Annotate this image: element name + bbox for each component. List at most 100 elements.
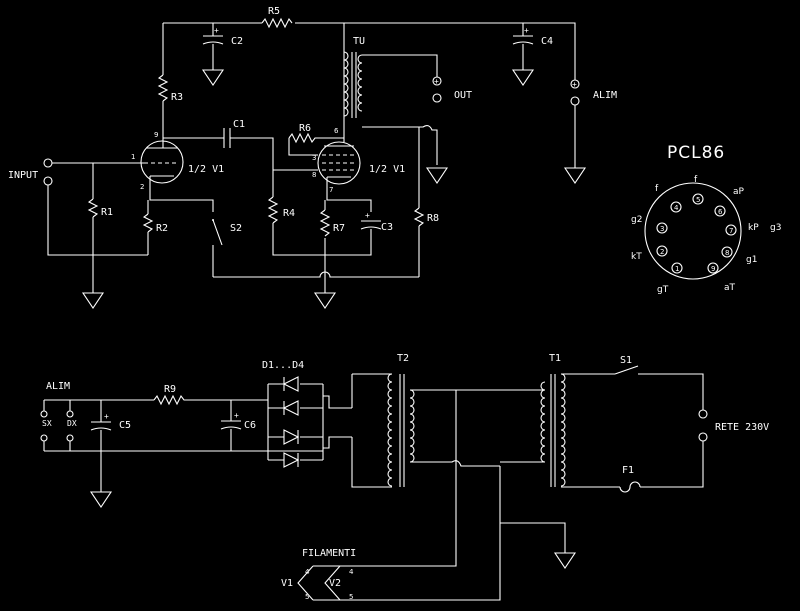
out-terminal-minus <box>432 93 442 103</box>
pin-8-label: 8 <box>312 171 316 179</box>
fil-pin-4a: 4 <box>305 568 310 576</box>
diode-d2 <box>282 400 299 416</box>
filament-v2 <box>324 565 341 601</box>
switch-s1[interactable] <box>614 365 704 410</box>
pin-6-label: 6 <box>334 127 339 135</box>
pcl86-pin-7 <box>725 224 737 236</box>
pin-2-label: 2 <box>140 183 144 191</box>
d1-d4-label: D1...D4 <box>262 360 304 371</box>
pcl86-label-kt: kT <box>631 252 642 262</box>
fil-pin-4b: 4 <box>349 568 354 576</box>
alim-terminal-minus <box>570 96 580 106</box>
resistor-r8 <box>413 207 425 227</box>
pcl86-pin-3-number: 3 <box>660 225 664 233</box>
pcl86-pin-1-number: 1 <box>675 265 679 273</box>
pcl86-pin-6 <box>714 205 726 217</box>
pcl86-label-g1: g1 <box>746 255 757 265</box>
pcl86-pin-4 <box>670 201 682 213</box>
pcl86-pin-9 <box>707 262 719 274</box>
ground-symbol <box>425 167 449 184</box>
dx-terminal-plus <box>66 410 74 418</box>
input-terminal[interactable] <box>43 158 53 168</box>
pcl86-pinout: PCL86 1 2 3 4 5 6 7 8 9 f f aP g2 kP g3 … <box>631 143 781 295</box>
svg-text:+: + <box>524 26 529 35</box>
ground-symbol <box>553 552 577 569</box>
diode-d4 <box>283 452 300 468</box>
resistor-r9 <box>153 394 268 406</box>
input-label: INPUT <box>8 170 38 181</box>
sx-label: SX <box>42 419 52 428</box>
fil-pin-5b: 5 <box>349 593 353 601</box>
c1-label: C1 <box>233 119 245 130</box>
tu-label: TU <box>353 36 365 47</box>
f1-label: F1 <box>622 465 634 476</box>
pcl86-pin-4-number: 4 <box>674 204 679 212</box>
resistor-r5 <box>261 17 293 29</box>
s1-label: S1 <box>620 355 632 366</box>
t2-label: T2 <box>397 353 409 364</box>
transformer-tu-primary <box>343 51 349 117</box>
rete-label: RETE 230V <box>715 422 769 433</box>
resistor-r6 <box>288 132 344 144</box>
amplifier-section: R5 + C2 + C4 + ALIM R3 9 1 2 <box>8 6 617 309</box>
half-v1-label-b: 1/2 V1 <box>369 164 405 175</box>
svg-text:+: + <box>365 211 370 220</box>
diode-d1 <box>282 376 299 392</box>
pcl86-label-f-top: f <box>694 175 698 185</box>
input-ground-terminal[interactable] <box>43 176 53 186</box>
pcl86-pin-7-number: 7 <box>729 227 733 235</box>
r9-label: R9 <box>164 384 176 395</box>
pcl86-title: PCL86 <box>667 143 725 163</box>
dx-label: DX <box>67 419 77 428</box>
svg-text:+: + <box>572 80 577 89</box>
pcl86-pin-5-number: 5 <box>696 196 700 204</box>
c4-label: C4 <box>541 36 553 47</box>
pcl86-pin-1 <box>671 262 683 274</box>
alim-bottom-label: ALIM <box>46 381 70 392</box>
sx-terminal-minus <box>40 434 48 442</box>
pcl86-label-ap: aP <box>733 187 745 197</box>
r3-label: R3 <box>171 92 183 103</box>
svg-text:+: + <box>104 412 109 421</box>
pcl86-pin-8-number: 8 <box>725 249 729 257</box>
r8-label: R8 <box>427 213 439 224</box>
v1-filament-label: V1 <box>281 578 293 589</box>
resistor-r1 <box>87 198 99 218</box>
pin-3-label: 3 <box>312 154 316 162</box>
transformer-t2-secondary <box>387 373 393 487</box>
transformer-t2-primary <box>409 389 415 463</box>
fil-pin-5a: 5 <box>305 593 309 601</box>
sx-terminal-plus <box>40 410 48 418</box>
transformer-tu-secondary <box>357 54 363 112</box>
resistor-r4 <box>267 196 279 224</box>
resistor-r2 <box>142 213 154 233</box>
filamenti-label: FILAMENTI <box>302 548 356 559</box>
ground-symbol <box>511 69 535 86</box>
power-supply-section: ALIM SX DX + C5 R9 + C6 D1...D4 <box>40 353 769 601</box>
filament-v1 <box>297 565 314 601</box>
mains-terminal-2 <box>698 432 708 442</box>
svg-text:+: + <box>434 77 439 86</box>
pin-1-label: 1 <box>131 153 135 161</box>
resistor-r3 <box>157 74 169 102</box>
switch-s2[interactable] <box>212 219 223 277</box>
c5-label: C5 <box>119 420 131 431</box>
dx-terminal-minus <box>66 434 74 442</box>
ground-symbol <box>89 491 113 508</box>
mains-terminal-1 <box>698 409 708 419</box>
resistor-r7 <box>319 209 331 237</box>
pcl86-label-kp: kP <box>748 223 759 233</box>
ground-symbol <box>313 292 337 309</box>
pin-7-label: 7 <box>329 186 333 194</box>
tube-v1-triode <box>140 140 184 184</box>
transformer-t1-secondary <box>540 381 546 463</box>
tube-v1-pentode <box>317 141 361 185</box>
pcl86-pin-6-number: 6 <box>718 208 723 216</box>
ground-symbol <box>81 292 105 309</box>
r4-label: R4 <box>283 208 295 219</box>
pcl86-base-circle <box>644 182 742 280</box>
out-terminal-plus <box>432 76 442 86</box>
v2-filament-label: V2 <box>329 578 341 589</box>
fuse-f1 <box>619 481 641 493</box>
